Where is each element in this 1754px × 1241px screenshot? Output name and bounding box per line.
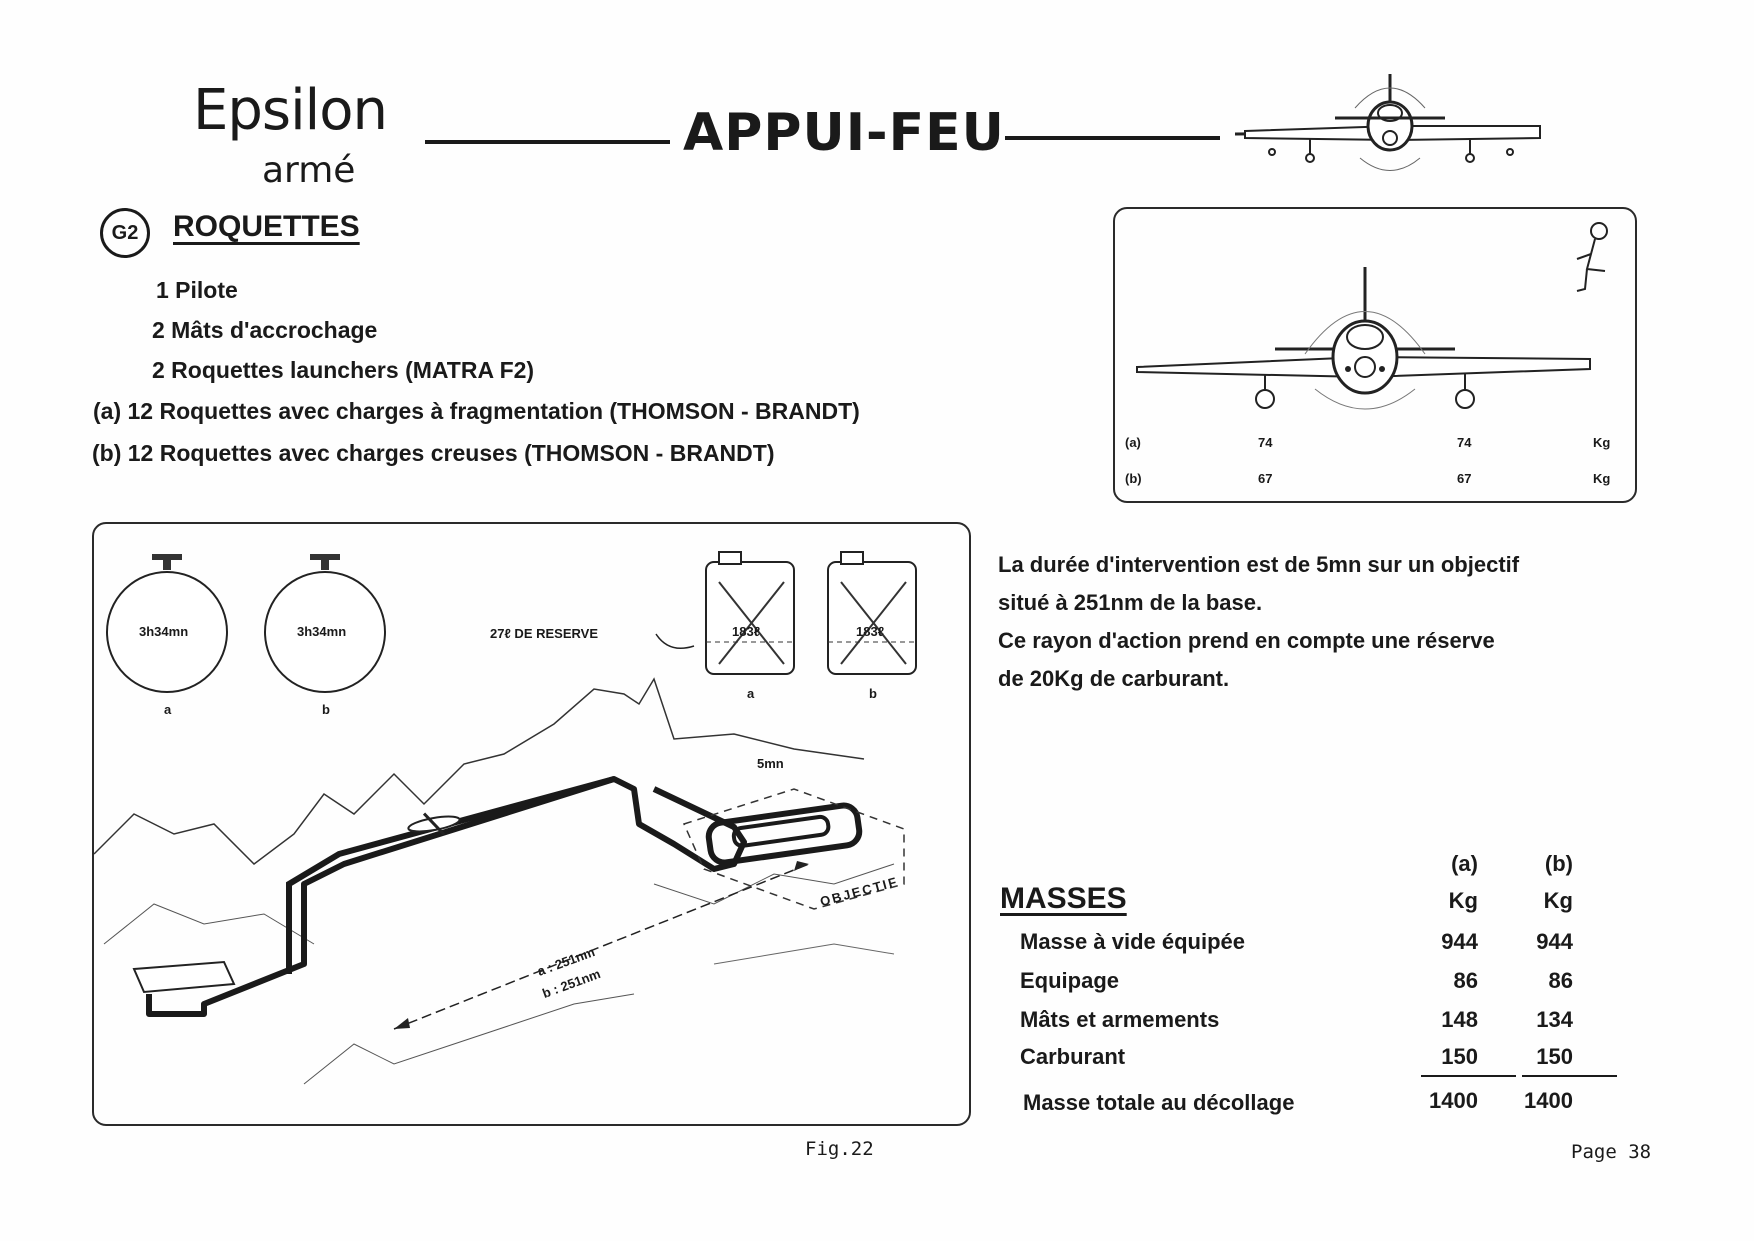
masses-row-label: Equipage bbox=[1020, 968, 1120, 993]
masses-row-a: 944 bbox=[1441, 929, 1478, 954]
masses-row-b: 944 bbox=[1536, 929, 1573, 954]
loadout-right-value: 67 bbox=[1457, 471, 1472, 486]
masses-col-unit-b: Kg bbox=[1543, 888, 1573, 913]
brand-subtitle: armé bbox=[262, 150, 356, 191]
fuel-tank-a-icon bbox=[705, 551, 795, 675]
loadout-unit: Kg bbox=[1593, 435, 1611, 450]
tank-b-label: b bbox=[869, 686, 877, 701]
masses-title: MASSES bbox=[1000, 882, 1127, 915]
header-rule-right bbox=[1005, 136, 1220, 140]
clock-b-time: 3h34mn bbox=[297, 624, 347, 639]
masses-total-rule-b bbox=[1522, 1075, 1617, 1077]
loadout-row-label: (a) bbox=[1125, 435, 1141, 450]
mission-route-illustration bbox=[94, 551, 917, 1085]
aircraft-front-view-icon bbox=[1136, 222, 1608, 410]
equipment-item: (a) 12 Roquettes avec charges à fragment… bbox=[93, 398, 860, 424]
loadout-unit: Kg bbox=[1593, 471, 1611, 486]
masses-row-a: 148 bbox=[1441, 1007, 1478, 1032]
clock-b-icon bbox=[264, 554, 386, 693]
masses-total-b: 1400 bbox=[1524, 1088, 1573, 1113]
description-line: La durée d'intervention est de 5mn sur u… bbox=[998, 552, 1520, 577]
page-title: APPUI-FEU bbox=[683, 103, 1005, 163]
description-line: situé à 251nm de la base. bbox=[998, 590, 1263, 615]
masses-col-header-b: (b) bbox=[1544, 851, 1573, 876]
description-line: Ce rayon d'action prend en compte une ré… bbox=[998, 628, 1495, 653]
fuel-tank-b-icon bbox=[827, 551, 917, 675]
masses-row-b: 86 bbox=[1548, 968, 1573, 993]
masses-row-label: Masse à vide équipée bbox=[1020, 929, 1245, 954]
loadout-right-value: 74 bbox=[1457, 435, 1472, 450]
equipment-item: 2 Roquettes launchers (MATRA F2) bbox=[152, 357, 535, 383]
tank-a-label: a bbox=[747, 686, 755, 701]
masses-row-label: Carburant bbox=[1020, 1044, 1126, 1069]
page-number: Page 38 bbox=[1571, 1141, 1652, 1163]
loiter-time-label: 5mn bbox=[757, 756, 784, 771]
reserve-label: 27ℓ DE RESERVE bbox=[490, 626, 598, 641]
header-rule-left bbox=[425, 140, 670, 144]
aircraft-front-icon bbox=[1235, 74, 1541, 171]
masses-row-a: 86 bbox=[1453, 968, 1478, 993]
tank-b-value: 183ℓ bbox=[856, 624, 885, 639]
clock-a-time: 3h34mn bbox=[139, 624, 189, 639]
equipment-item: 1 Pilote bbox=[156, 277, 238, 303]
figure-number: Fig.22 bbox=[805, 1138, 874, 1160]
loadout-row-label: (b) bbox=[1125, 471, 1142, 486]
mission-profile-diagram: 3h34mn 3h34mn a b 27ℓ DE RESERVE 183ℓ 18… bbox=[92, 522, 971, 1126]
masses-row-label: Mâts et armements bbox=[1020, 1007, 1220, 1032]
loadout-left-value: 74 bbox=[1258, 435, 1273, 450]
equipment-item: 2 Mâts d'accrochage bbox=[152, 317, 378, 343]
masses-col-unit-a: Kg bbox=[1448, 888, 1478, 913]
aircraft-loadout-panel: (a) 74 74 Kg (b) 67 67 Kg bbox=[1113, 207, 1637, 503]
masses-row-a: 150 bbox=[1441, 1044, 1478, 1069]
tank-a-value: 183ℓ bbox=[732, 624, 761, 639]
masses-row-b: 134 bbox=[1536, 1007, 1573, 1032]
aircraft-in-flight-icon bbox=[407, 812, 461, 836]
section-title: ROQUETTES bbox=[173, 210, 360, 243]
masses-col-header-a: (a) bbox=[1451, 851, 1478, 876]
masses-total-a: 1400 bbox=[1429, 1088, 1478, 1113]
clock-b-label: b bbox=[322, 702, 330, 717]
description-line: de 20Kg de carburant. bbox=[998, 666, 1230, 691]
masses-row-b: 150 bbox=[1536, 1044, 1573, 1069]
equipment-item: (b) 12 Roquettes avec charges creuses (T… bbox=[92, 440, 775, 466]
mission-description: La durée d'intervention est de 5mn sur u… bbox=[998, 546, 1638, 698]
clock-a-label: a bbox=[164, 702, 172, 717]
masses-total-rule-a bbox=[1421, 1075, 1516, 1077]
loadout-left-value: 67 bbox=[1258, 471, 1273, 486]
masses-total-label: Masse totale au décollage bbox=[1023, 1090, 1295, 1115]
brand-name: Epsilon bbox=[193, 78, 388, 143]
clock-a-icon bbox=[106, 554, 228, 693]
section-badge: G2 bbox=[100, 208, 150, 258]
